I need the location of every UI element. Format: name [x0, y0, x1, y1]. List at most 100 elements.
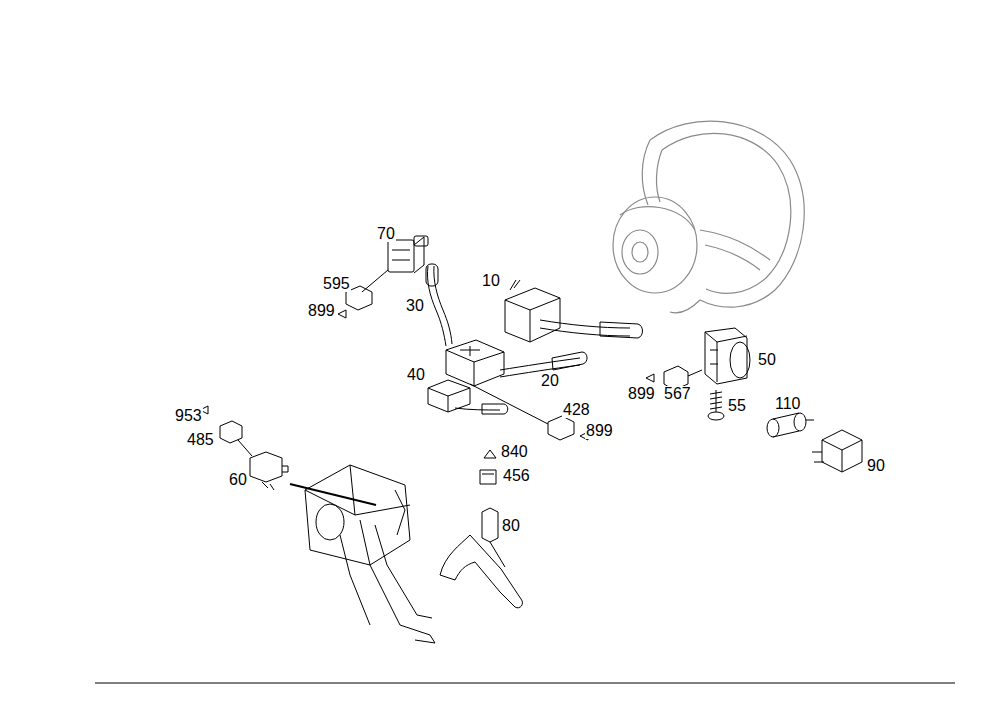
switch-part	[262, 482, 274, 490]
callout-number: 953	[174, 408, 203, 424]
pedal-assembly	[440, 508, 522, 608]
steering-wheel	[622, 230, 658, 274]
lock-part	[705, 332, 747, 382]
switch-part	[446, 340, 504, 386]
callout-number: 10	[481, 273, 501, 289]
switch-part	[505, 298, 560, 342]
callout-number: 456	[502, 468, 531, 484]
switch-part	[200, 406, 288, 490]
switch-part	[812, 452, 824, 462]
connector-part	[480, 470, 496, 484]
callout-number: 90	[866, 458, 886, 474]
lock-cylinder-part	[806, 420, 814, 421]
lever-part	[426, 264, 452, 346]
switch-part	[362, 236, 428, 292]
callout-number: 60	[228, 472, 248, 488]
switch-part	[250, 452, 282, 482]
switch-part	[552, 352, 587, 370]
pedal-assembly	[360, 520, 435, 643]
steering-wheel	[670, 300, 700, 313]
callout-number: 485	[186, 432, 215, 448]
screw-part	[708, 390, 724, 420]
steering-wheel	[650, 121, 804, 307]
switch-part	[600, 322, 643, 338]
bottom-rule	[95, 683, 955, 684]
lock-part	[710, 350, 718, 364]
pedal-assembly	[290, 465, 435, 643]
steering-wheel	[700, 230, 770, 260]
steering-wheel	[656, 150, 662, 202]
switch-part	[812, 430, 862, 472]
callout-number: 899	[307, 303, 336, 319]
connector-part	[484, 450, 496, 458]
pedal-assembly	[316, 504, 344, 540]
switch-part	[414, 236, 428, 246]
lever-part	[434, 266, 452, 344]
pedal-assembly	[340, 535, 370, 625]
switch-part	[428, 380, 470, 412]
switch-part	[510, 280, 520, 290]
switch-part	[388, 240, 414, 272]
switch-part	[220, 421, 242, 443]
screw-part	[710, 392, 722, 409]
callout-number: 110	[774, 396, 802, 412]
lever-part	[426, 264, 438, 286]
switch-part	[470, 384, 548, 424]
switch-part	[505, 288, 560, 342]
lock-part	[730, 342, 750, 378]
callout-number: 30	[405, 298, 425, 314]
steering-wheel	[620, 207, 695, 230]
callout-number: 70	[376, 226, 396, 242]
screw-part	[708, 412, 724, 420]
pedal-assembly	[490, 542, 505, 567]
callout-number: 595	[322, 276, 351, 292]
steering-wheel	[642, 140, 650, 205]
pedal-assembly	[440, 535, 522, 608]
lock-cylinder-part	[794, 413, 806, 431]
switch-part	[540, 328, 630, 336]
switch-part	[822, 440, 862, 472]
switch-part	[540, 320, 630, 328]
connector-part	[338, 286, 702, 484]
switch-part	[238, 440, 252, 456]
steering-wheel	[632, 242, 648, 262]
lock-cylinder-part	[767, 413, 814, 437]
steering-wheel	[613, 121, 804, 313]
pedal-assembly	[482, 508, 498, 542]
callout-number: 428	[562, 402, 591, 418]
connector-part	[688, 370, 702, 376]
callout-number: 840	[500, 444, 529, 460]
pedal-assembly	[305, 465, 410, 515]
pedal-assembly	[395, 490, 405, 535]
lock-cylinder-part	[767, 419, 779, 437]
callout-number: 50	[757, 352, 777, 368]
callout-number: 80	[501, 518, 521, 534]
connector-part	[548, 416, 574, 440]
callout-number: 40	[406, 367, 426, 383]
callout-number: 55	[727, 398, 747, 414]
switch-part	[460, 346, 480, 356]
connector-part	[646, 374, 654, 382]
switch-part	[428, 380, 548, 424]
steering-wheel	[705, 245, 760, 270]
switch-part	[455, 408, 500, 410]
connector-part	[338, 310, 346, 318]
pedal-assembly	[305, 465, 410, 565]
steering-wheel	[613, 197, 697, 293]
switch-part	[500, 358, 580, 370]
switch-part	[446, 340, 587, 386]
switch-part	[414, 237, 424, 273]
callout-number: 20	[540, 373, 560, 389]
switch-part	[482, 404, 508, 414]
switch-part	[446, 350, 504, 386]
lock-part	[705, 328, 750, 384]
switch-part	[392, 250, 410, 260]
callout-number: 899	[627, 386, 656, 402]
pedal-assembly	[290, 484, 376, 505]
lever-part	[427, 266, 446, 346]
lock-part	[705, 328, 747, 384]
switch-part	[282, 466, 288, 472]
switch-part	[822, 430, 862, 472]
